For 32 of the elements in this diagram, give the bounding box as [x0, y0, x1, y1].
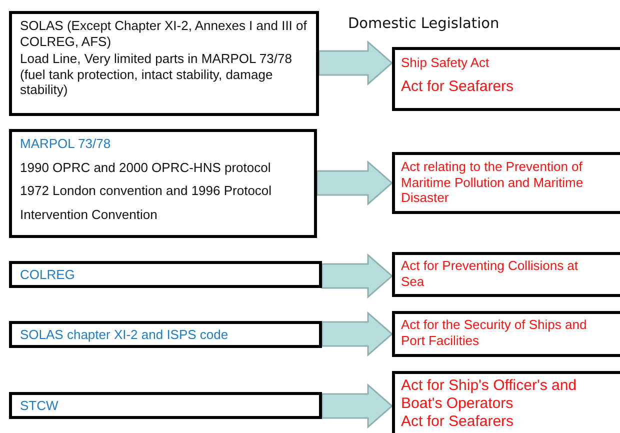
- legislation-box: [392, 152, 620, 214]
- convention-text: SOLAS chapter XI-2 and ISPS code: [20, 326, 230, 342]
- act-name: Act relating to the Prevention of Maritime Pollution and Maritime Disaster: [401, 159, 584, 206]
- convention-text: COLREG: [20, 266, 76, 282]
- column-heading: Domestic Legislation: [348, 16, 500, 32]
- block-arrow: [316, 160, 394, 206]
- legislation-box: [392, 311, 620, 357]
- legislation-box: [392, 252, 620, 297]
- convention-box: [9, 321, 322, 348]
- legislation-box: [392, 371, 620, 433]
- act-name: Act for Seafarers: [401, 78, 515, 96]
- convention-text: 1972 London convention and 1996 Protocol: [20, 183, 273, 199]
- convention-box: [9, 392, 322, 419]
- convention-text: SOLAS (Except Chapter XI-2, Annexes I and III of COLREG, AFS): [20, 18, 308, 50]
- convention-box: [9, 261, 322, 288]
- convention-text: STCW: [20, 398, 60, 414]
- convention-text: MARPOL 73/78: [20, 136, 112, 152]
- act-name: Act for Preventing Collisions at Sea: [401, 258, 580, 290]
- act-name: Act for the Security of Ships and Port Facilities: [401, 317, 588, 348]
- legislation-box: [392, 47, 620, 111]
- block-arrow: [321, 383, 394, 429]
- act-name: Ship Safety Act: [401, 55, 490, 71]
- convention-text: Load Line, Very limited parts in MARPOL 73/78 (fuel tank protection, intact stability, damage stability): [20, 51, 293, 98]
- convention-text: Intervention Convention: [20, 206, 158, 222]
- convention-box: [9, 11, 319, 116]
- act-name: Act for Ship's Officer's and Boat's Operators: [401, 377, 578, 413]
- block-arrow: [321, 311, 394, 357]
- convention-text: 1990 OPRC and 2000 OPRC-HNS protocol: [20, 160, 272, 176]
- block-arrow: [318, 40, 394, 86]
- act-name: Act for Seafarers: [401, 413, 515, 431]
- convention-box: [9, 129, 317, 238]
- block-arrow: [321, 253, 394, 299]
